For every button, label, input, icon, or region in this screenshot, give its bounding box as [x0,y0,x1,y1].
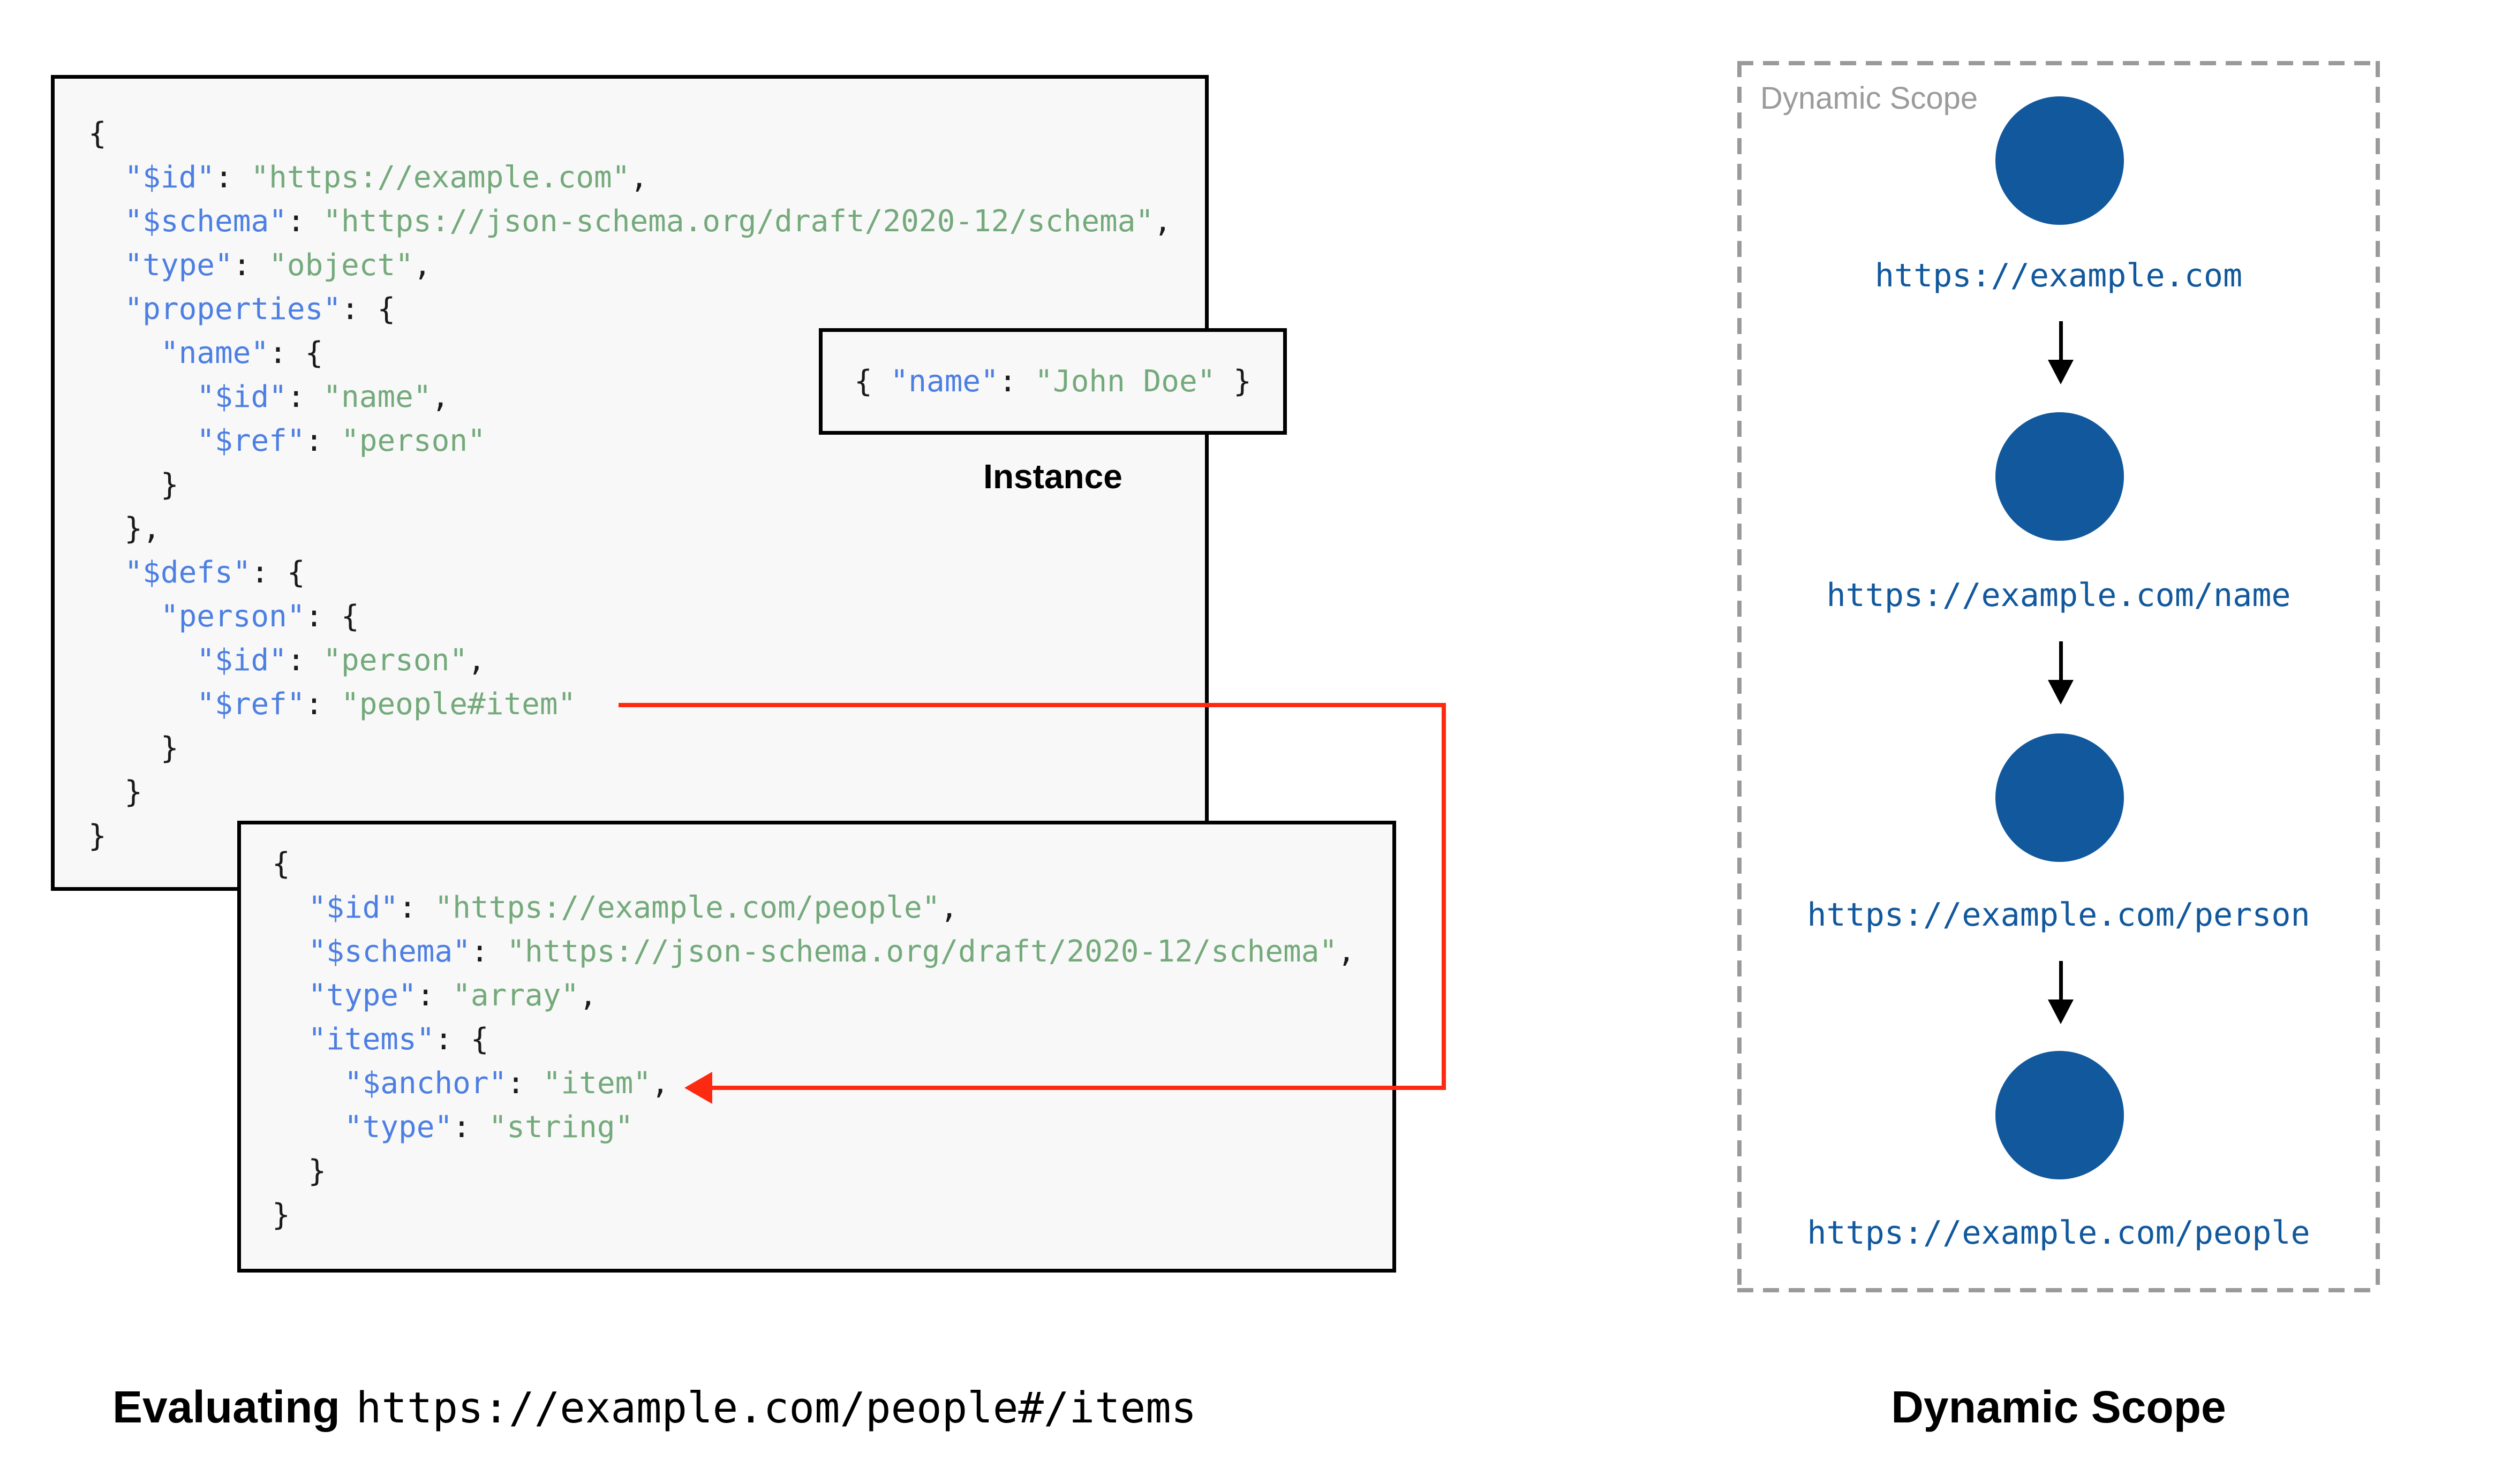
scope-panel-border-top [1737,61,2380,65]
scope-panel-border-bottom [1737,1288,2380,1292]
ref-connector-segment-top [619,703,1446,707]
flow-arrow-down-icon [2048,1000,2074,1024]
code-line: "$schema": "https://json-schema.org/draf… [308,934,1355,969]
code-line: "$id": "person", [197,643,486,678]
instance-box: { "name": "John Doe" } [819,328,1287,435]
scope-node-uri: https://example.com [1874,257,2243,294]
code-line: "type": "array", [308,978,597,1013]
schema-box-people: { "$id": "https://example.com/people", "… [237,821,1396,1273]
code-line: { [88,116,107,151]
ref-connector-arrowhead-icon [684,1072,712,1104]
scope-node-circle [1995,412,2124,541]
scope-node-uri: https://example.com/person [1807,896,2310,934]
flow-arrow-line [2059,961,2063,1000]
code-line: "$anchor": "item", [344,1066,669,1101]
code-line: "$id": "https://example.com", [124,160,649,195]
evaluating-caption-label: Evaluating [112,1382,340,1432]
code-line: "$ref": "person" [197,423,486,458]
code-line: "$id": "https://example.com/people", [308,890,959,925]
code-line: "items": { [308,1022,489,1057]
ref-connector-segment-right [1442,703,1446,1090]
scope-node-circle [1995,733,2124,862]
code-line: "$id": "name", [197,380,450,414]
code-line: { "name": "John Doe" } [854,364,1252,399]
dynamic-scope-caption: Dynamic Scope [1891,1382,2226,1432]
flow-arrow-line [2059,641,2063,680]
scope-node-uri: https://example.com/people [1807,1214,2310,1252]
code-line: } [88,467,179,502]
code-line: } [272,1198,290,1232]
scope-node-uri: https://example.com/name [1826,577,2291,614]
code-line: "properties": { [124,292,396,327]
evaluating-caption-uri: https://example.com/people#/items [356,1383,1197,1433]
code-line: "type": "string" [344,1110,634,1145]
scope-panel-border-left [1737,61,1742,1292]
flow-arrow-down-icon [2048,360,2074,384]
scope-node-circle [1995,1051,2124,1179]
code-line: }, [88,511,161,546]
scope-panel-watermark: Dynamic Scope [1760,81,1978,116]
flow-arrow-down-icon [2048,680,2074,705]
code-line: "name": { [160,336,323,370]
scope-node-circle [1995,96,2124,225]
code-line: } [88,775,143,809]
code-line: { [272,846,290,881]
code-line: "person": { [160,599,359,634]
schema-box-root: { "$id": "https://example.com", "$schema… [51,75,1209,891]
instance-label: Instance [983,457,1122,496]
code-line: "$schema": "https://json-schema.org/draf… [124,204,1172,239]
code-line: } [88,819,107,853]
code-line: } [272,1154,327,1188]
scope-panel-border-right [2376,61,2380,1292]
code-line: "type": "object", [124,248,432,283]
code-line: "$defs": { [124,555,305,590]
evaluating-caption: Evaluating https://example.com/people#/it… [112,1381,1196,1446]
ref-connector-segment-bottom [708,1086,1446,1090]
code-line: "$ref": "people#item" [197,687,576,722]
flow-arrow-line [2059,321,2063,360]
code-line: } [88,731,179,766]
